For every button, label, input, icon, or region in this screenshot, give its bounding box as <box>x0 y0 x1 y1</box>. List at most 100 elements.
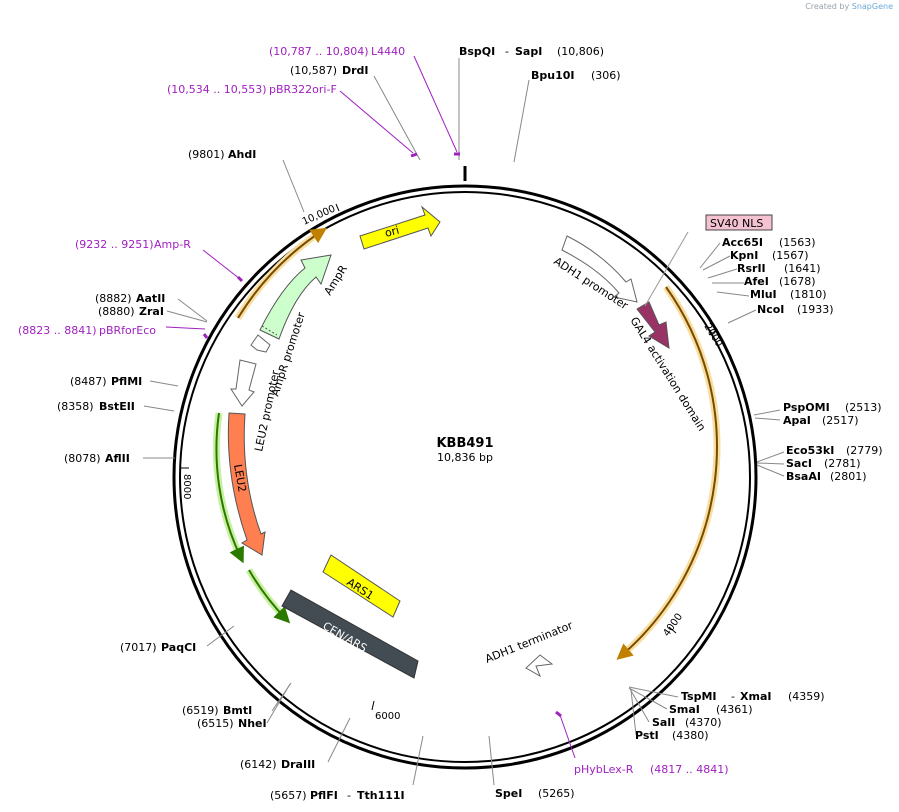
site-mlui[interactable]: MluI (1810) <box>750 288 827 301</box>
site-name: Bpu10I <box>531 69 575 82</box>
site-drdi[interactable]: (10,587) DrdI <box>290 64 369 77</box>
site-name: KpnI <box>730 249 758 262</box>
snapgene-credit: Created by SnapGene <box>805 2 893 11</box>
tick-8000: 8000 <box>181 467 192 499</box>
site-name2: Tth111I <box>357 789 405 802</box>
site-pflfi-tth111i[interactable]: (5657) PflFI - Tth111I <box>270 789 405 802</box>
primer-range: (10,787 .. 10,804) <box>269 45 369 58</box>
site-name: PstI <box>635 729 659 742</box>
site-name: BspQI <box>459 45 495 58</box>
site-name: PaqCI <box>161 641 196 654</box>
site-ahdi[interactable]: (9801) AhdI <box>188 148 256 161</box>
site-nhei[interactable]: (6515) NheI <box>197 717 267 730</box>
primer-name: pHybLex-R <box>574 763 634 776</box>
tick-label-6000: 6000 <box>375 711 400 722</box>
site-tspmi-xmai[interactable]: TspMI - XmaI (4359) <box>681 690 825 703</box>
site-zrai[interactable]: (8880) ZraI <box>98 305 164 318</box>
feature-gal4[interactable]: GAL4 activation domain <box>627 301 708 434</box>
site-pos: (9801) <box>188 148 225 161</box>
site-saci[interactable]: SacI (2781) <box>786 457 861 470</box>
site-name: SacI <box>786 457 812 470</box>
site-pos: (5657) <box>270 789 307 802</box>
ori-label: ori <box>383 224 400 240</box>
site-kpni[interactable]: KpnI (1567) <box>730 249 809 262</box>
site-name: SpeI <box>495 787 522 800</box>
svg-text:-: - <box>731 690 735 703</box>
site-name: NcoI <box>757 303 784 316</box>
site-name: BmtI <box>223 704 252 717</box>
site-bmti[interactable]: (6519) BmtI <box>182 704 252 717</box>
site-name: PflMI <box>111 375 142 388</box>
primer-phyblex-r[interactable]: pHybLex-R (4817 .. 4841) <box>555 710 729 776</box>
primer-name: Amp-R <box>154 238 191 251</box>
site-pos: (1563) <box>779 236 816 249</box>
site-bpu10i[interactable]: Bpu10I (306) <box>531 69 621 82</box>
primer-l4440[interactable]: (10,787 .. 10,804) L4440 <box>269 45 460 156</box>
site-pos: (7017) <box>120 641 157 654</box>
plasmid-name: KBB491 <box>436 436 493 451</box>
site-aatii[interactable]: (8882) AatII <box>95 292 165 305</box>
site-name: AfeI <box>744 275 769 288</box>
site-draiii[interactable]: (6142) DraIII <box>240 758 315 771</box>
site-acc65i[interactable]: Acc65I (1563) <box>722 236 816 249</box>
site-pos: (2801) <box>830 470 867 483</box>
site-name: SalI <box>652 716 675 729</box>
site-name: Acc65I <box>722 236 763 249</box>
site-aflii[interactable]: (8078) AflII <box>64 452 130 465</box>
cen-outer-arrow <box>248 569 291 624</box>
site-rsrii[interactable]: RsrII (1641) <box>737 262 821 275</box>
feature-sv40-nls[interactable]: SV40 NLS <box>644 214 773 307</box>
site-paqci[interactable]: (7017) PaqCI <box>120 641 196 654</box>
site-bspqi-sapi[interactable]: BspQI - SapI (10,806) <box>459 45 604 58</box>
credit-prefix: Created by <box>805 2 850 11</box>
site-name: DraIII <box>281 758 315 771</box>
plasmid-length: 10,836 bp <box>437 451 493 464</box>
site-pos: (1678) <box>779 275 816 288</box>
primer-range: (10,534 .. 10,553) <box>167 83 267 96</box>
feature-leu2[interactable]: LEU2 <box>227 412 266 556</box>
site-pos: (4361) <box>716 703 753 716</box>
site-name: TspMI <box>681 690 717 703</box>
site-pos: (2513) <box>845 401 882 414</box>
site-sali[interactable]: SalI (4370) <box>652 716 722 729</box>
feature-adh1-promoter[interactable]: ADH1 promoter <box>551 235 638 313</box>
site-pspomi[interactable]: PspOMI (2513) <box>783 401 882 414</box>
leu2-label: LEU2 <box>231 463 249 493</box>
site-pos: (8358) <box>57 400 94 413</box>
gal4-outer-arrow <box>616 286 718 660</box>
feature-ori[interactable]: ori <box>359 205 441 250</box>
primer-pbrforeco[interactable]: (8823 .. 8841) pBRforEco <box>18 324 209 339</box>
svg-text:-: - <box>347 789 351 802</box>
site-smai[interactable]: SmaI (4361) <box>669 703 753 716</box>
site-afei[interactable]: AfeI (1678) <box>744 275 816 288</box>
feature-ars1[interactable]: ARS1 <box>322 554 401 618</box>
site-eco53ki[interactable]: Eco53kI (2779) <box>786 444 883 457</box>
site-ncoi[interactable]: NcoI (1933) <box>757 303 834 316</box>
adh1-terminator-label: ADH1 terminator <box>483 619 575 666</box>
site-name: SmaI <box>669 703 700 716</box>
site-pos: (2517) <box>822 414 859 427</box>
site-name: PflFI <box>310 789 338 802</box>
snapgene-logo: SnapGene <box>851 2 893 11</box>
site-pos: (2781) <box>824 457 861 470</box>
site-bsaai[interactable]: BsaAI (2801) <box>786 470 867 483</box>
site-spei[interactable]: SpeI (5265) <box>495 787 575 800</box>
site-pos: (8882) <box>95 292 132 305</box>
primer-amp-r[interactable]: (9232 .. 9251) Amp-R <box>75 238 244 283</box>
site-pos: (4370) <box>685 716 722 729</box>
site-name: Eco53kI <box>786 444 834 457</box>
site-pos: (6519) <box>182 704 219 717</box>
site-pos: (8487) <box>70 375 107 388</box>
gal4-label: GAL4 activation domain <box>627 315 708 434</box>
site-apai[interactable]: ApaI (2517) <box>783 414 859 427</box>
site-pos: (8880) <box>98 305 135 318</box>
site-psti[interactable]: PstI (4380) <box>635 729 709 742</box>
site-pos: (306) <box>591 69 621 82</box>
leu2-promoter-label: LEU2 promoter <box>252 369 282 453</box>
site-pflmi[interactable]: (8487) PflMI <box>70 375 142 388</box>
primer-pbr322ori-f[interactable]: (10,534 .. 10,553) pBR322ori-F <box>167 83 418 158</box>
site-bsteii[interactable]: (8358) BstEII <box>57 400 135 413</box>
site-name: BsaAI <box>786 470 821 483</box>
feature-adh1-terminator[interactable]: ADH1 terminator <box>483 619 575 678</box>
site-name: MluI <box>750 288 777 301</box>
